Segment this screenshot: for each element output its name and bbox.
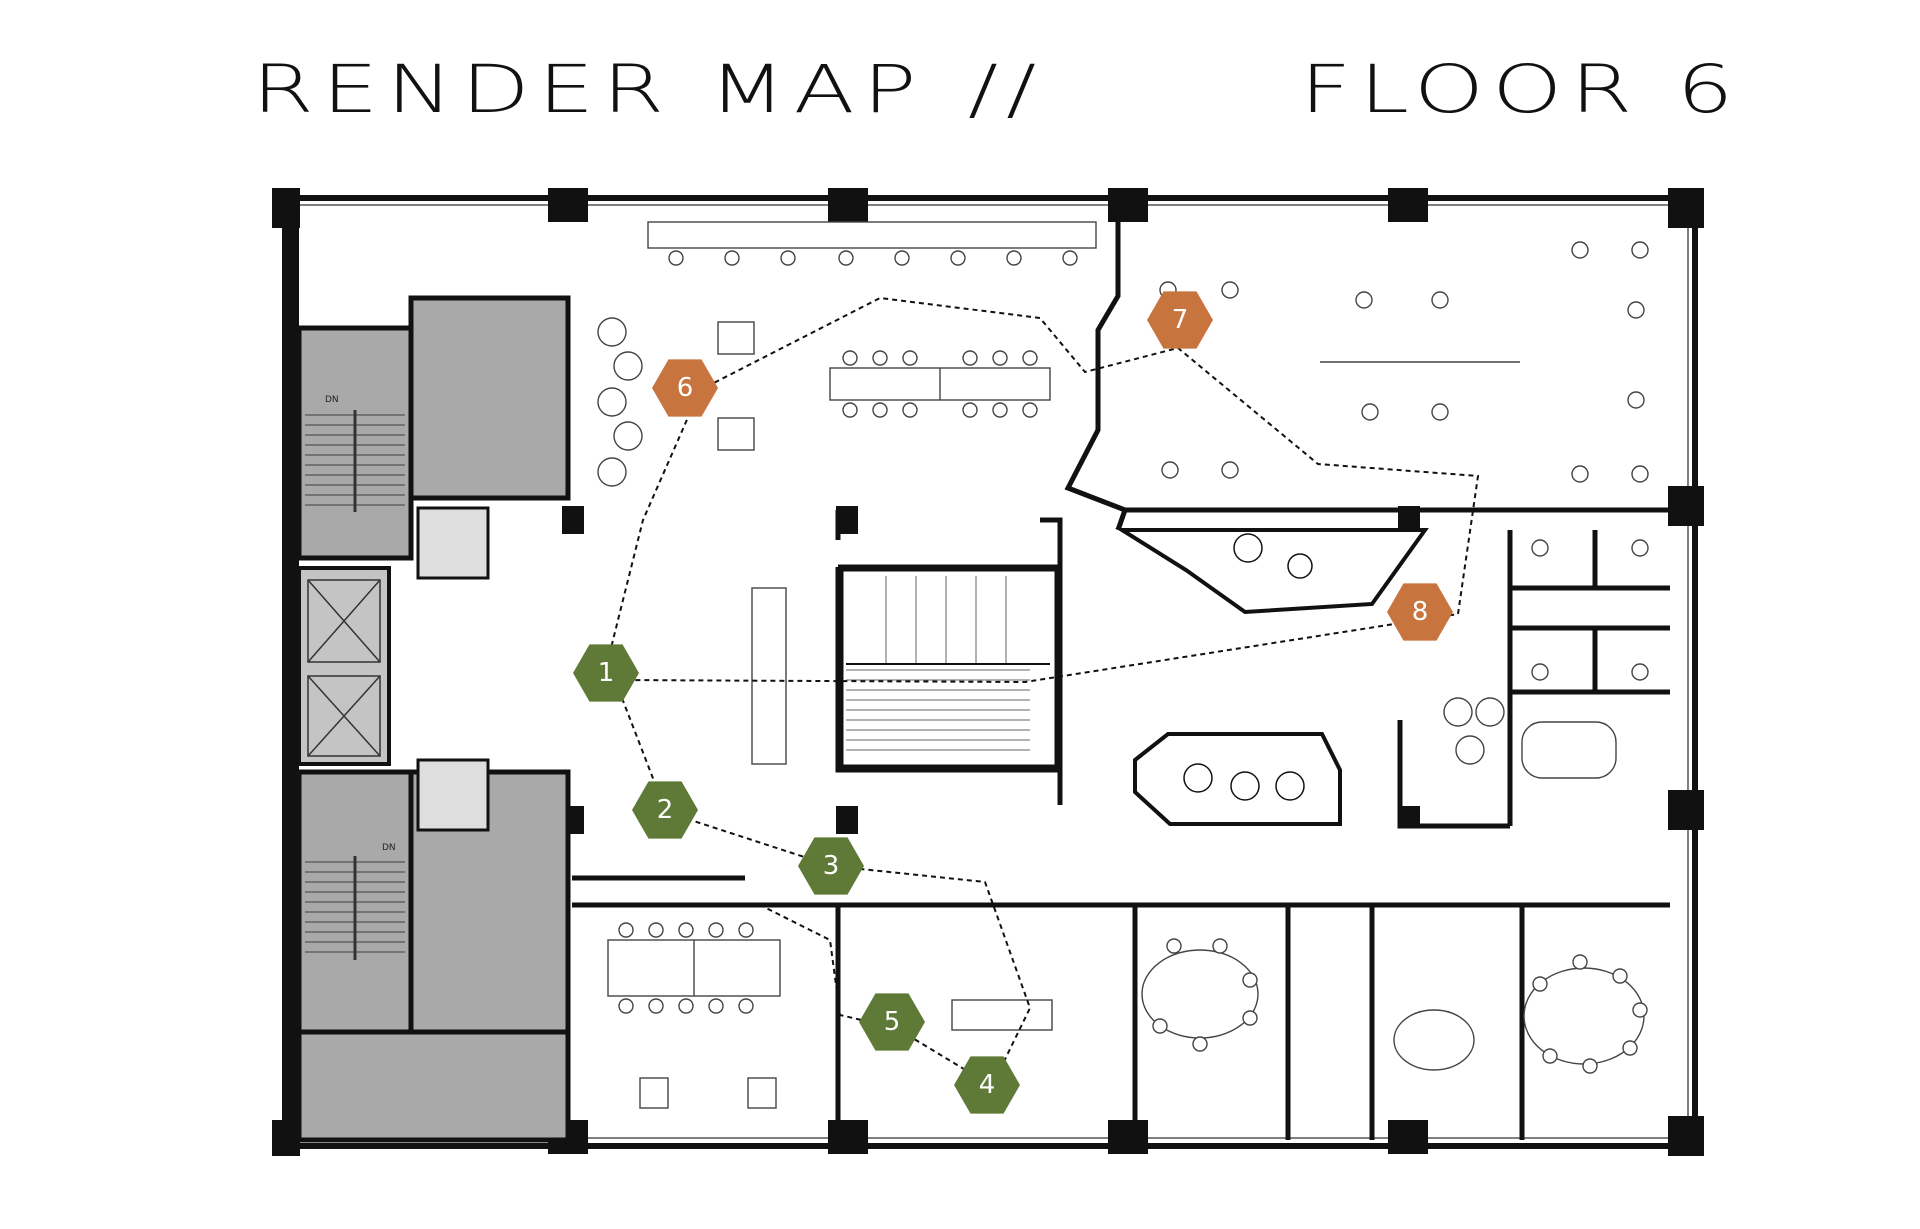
feature-stair	[840, 568, 1058, 768]
marker-label: 2	[657, 795, 674, 825]
render-marker-3[interactable]: 3	[798, 837, 864, 895]
stair-label-top: DN	[325, 395, 339, 405]
marker-hexagon	[798, 837, 864, 895]
marker-hexagon	[632, 781, 698, 839]
marker-label: 6	[677, 373, 694, 403]
marker-hexagon	[652, 359, 718, 417]
map-title-separator: //	[968, 51, 1045, 128]
marker-label: 1	[598, 658, 615, 688]
marker-hexagon	[573, 644, 639, 702]
render-marker-8[interactable]: 8	[1387, 583, 1453, 641]
render-markers: 1 2 3 4 5 6 7 8	[573, 291, 1453, 1114]
render-marker-7[interactable]: 7	[1147, 291, 1213, 349]
render-marker-2[interactable]: 2	[632, 781, 698, 839]
map-title-left: RENDER MAP	[252, 51, 925, 128]
render-marker-1[interactable]: 1	[573, 644, 639, 702]
render-marker-4[interactable]: 4	[954, 1056, 1020, 1114]
meeting-pods	[1115, 528, 1429, 826]
render-marker-5[interactable]: 5	[859, 993, 925, 1051]
chairs	[618, 241, 1649, 1074]
stair-label-bottom: DN	[382, 843, 396, 853]
furniture	[597, 221, 1645, 1109]
marker-hexagon	[1387, 583, 1453, 641]
marker-hexagon	[954, 1056, 1020, 1114]
marker-label: 5	[884, 1007, 901, 1037]
marker-label: 3	[823, 851, 840, 881]
marker-label: 4	[979, 1070, 996, 1100]
building-core: DN DN	[296, 295, 571, 1143]
map-title-floor: FLOOR 6	[1300, 51, 1742, 128]
marker-hexagon	[859, 993, 925, 1051]
marker-label: 7	[1172, 305, 1189, 335]
marker-hexagon	[1147, 291, 1213, 349]
interior-walls	[565, 208, 1670, 1140]
render-marker-6[interactable]: 6	[652, 359, 718, 417]
marker-label: 8	[1412, 597, 1429, 627]
structural-columns	[272, 188, 1704, 1156]
route-path	[604, 296, 1480, 1088]
